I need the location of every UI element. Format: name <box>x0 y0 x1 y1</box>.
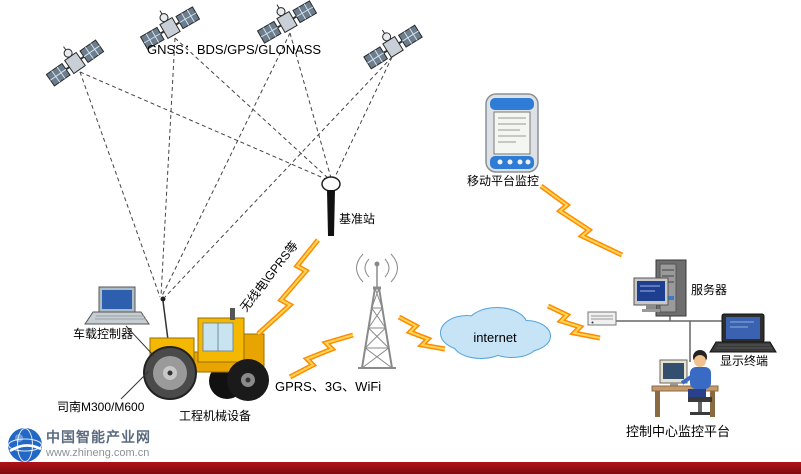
globe-logo-icon <box>8 428 42 462</box>
operator-at-desk-icon <box>651 350 719 417</box>
satellite-icon <box>250 0 318 45</box>
satellite-icon <box>355 13 424 71</box>
watermark-site-url: www.zhineng.com.cn <box>46 447 150 459</box>
server-icon <box>633 259 687 317</box>
mobile-monitor-label: 移动平台监控 <box>467 174 540 188</box>
lightning-bolt-cloud-to-server <box>546 303 601 341</box>
lightning-bolt-base-to-machine <box>256 238 320 336</box>
display-terminal-label: 显示终端 <box>720 354 769 368</box>
pda-icon <box>485 93 539 173</box>
control-center-label: 控制中心监控平台 <box>626 424 731 439</box>
internet-label: internet <box>473 330 517 345</box>
dashed-link-lines <box>79 32 393 298</box>
machinery-label: 工程机械设备 <box>179 409 252 423</box>
footer-bar <box>0 462 801 474</box>
vehicle-laptop-icon <box>84 286 150 325</box>
internet-cloud-icon <box>440 307 551 359</box>
watermark-site-name: 中国智能产业网 <box>46 429 151 445</box>
gnss-title: GNSS：BDS/GPS/GLONASS <box>147 42 322 57</box>
modem-icon <box>587 311 617 326</box>
display-laptop-icon <box>709 313 777 353</box>
pointer-lines <box>120 325 155 400</box>
lightning-bolt-pda-to-server <box>539 183 624 258</box>
vehicle-controller-label: 车载控制器 <box>73 327 134 341</box>
base-station-label: 基准站 <box>339 212 376 226</box>
roller-machine-icon <box>143 296 269 401</box>
server-label: 服务器 <box>691 283 728 297</box>
radio-tower-icon <box>356 253 398 369</box>
device-model-label: 司南M300/M600 <box>57 400 145 414</box>
lightning-bolt-tower-to-cloud <box>397 314 446 352</box>
lightning-bolt-machine-to-tower <box>288 332 354 380</box>
base-station-icon <box>321 176 341 236</box>
wireless-label: GPRS、3G、WiFi <box>275 379 382 394</box>
